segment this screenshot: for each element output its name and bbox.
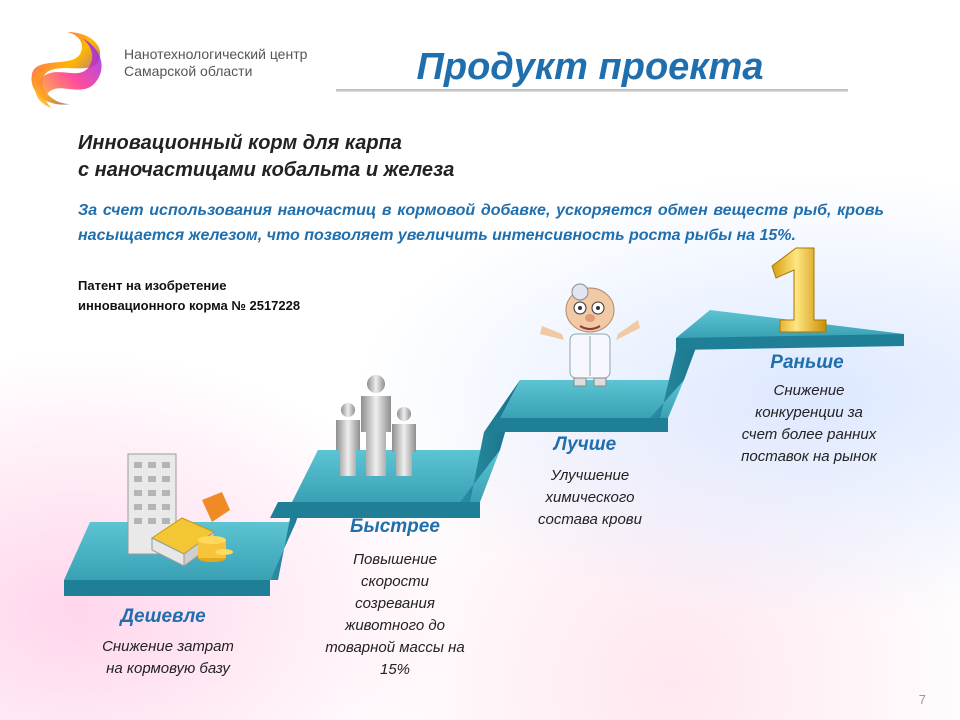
patent-info: Патент на изобретение инновационного кор… bbox=[78, 276, 300, 316]
step-2-title: Быстрее bbox=[350, 516, 440, 537]
step-4-description: Снижение конкуренции за счет более ранни… bbox=[714, 380, 904, 468]
step-3-line: Улучшение bbox=[550, 467, 630, 484]
product-subtitle: Инновационный корм для карпа с наночасти… bbox=[78, 130, 454, 184]
page-title: Продукт проекта bbox=[416, 46, 764, 88]
organization-name-line2: Самарской области bbox=[124, 63, 253, 79]
doctor-character-icon bbox=[540, 283, 640, 387]
step-2-line: товарной массы на bbox=[325, 639, 465, 656]
step-2-line: Повышение bbox=[353, 551, 437, 568]
stair-step-4-front bbox=[676, 334, 904, 350]
organization-name: Нанотехнологический центр Самарской обла… bbox=[124, 46, 307, 80]
stair-step-1-front bbox=[64, 580, 270, 596]
step-4-line: Снижение bbox=[773, 382, 845, 399]
step-1-line: Снижение затрат bbox=[102, 638, 234, 655]
step-4-line: конкуренции за bbox=[755, 404, 863, 421]
product-subtitle-line1: Инновационный корм для карпа bbox=[78, 132, 402, 154]
stair-step-3-front bbox=[490, 418, 668, 432]
step-1-title: Дешевле bbox=[120, 606, 206, 627]
logo bbox=[31, 32, 102, 108]
step-2-line: скорости bbox=[361, 573, 429, 590]
product-subtitle-line2: с наночастицами кобальта и железа bbox=[78, 159, 455, 181]
step-2-line: животного до bbox=[345, 617, 445, 634]
step-4-line: счет более ранних bbox=[741, 426, 877, 443]
step-3-line: химического bbox=[545, 489, 635, 506]
title-underline bbox=[336, 89, 848, 92]
step-3-description: Улучшение химического состава крови bbox=[500, 465, 680, 531]
step-4-title: Раньше bbox=[770, 352, 844, 373]
step-2-description: Повышение скорости созревания животного … bbox=[300, 549, 490, 681]
patent-line1: Патент на изобретение bbox=[78, 278, 227, 293]
stair-step-2-front bbox=[270, 502, 480, 518]
step-3-line: состава крови bbox=[538, 511, 642, 528]
number-one-icon bbox=[771, 247, 827, 333]
slide-number: 7 bbox=[918, 692, 926, 707]
stair-step-3-top bbox=[500, 380, 684, 418]
step-2-line: созревания bbox=[355, 595, 435, 612]
step-4-line: поставок на рынок bbox=[741, 448, 877, 465]
building-with-coins-icon bbox=[127, 453, 233, 567]
organization-name-line1: Нанотехнологический центр bbox=[124, 46, 308, 62]
product-description: За счет использования наночастиц в кормо… bbox=[78, 202, 884, 244]
patent-line2: инновационного корма № 2517228 bbox=[78, 298, 301, 313]
people-group-icon bbox=[336, 375, 416, 476]
step-2-line: 15% bbox=[379, 661, 411, 678]
step-1-line: на кормовую базу bbox=[106, 660, 230, 677]
step-3-title: Лучше bbox=[553, 434, 617, 455]
step-1-description: Снижение затрат на кормовую базу bbox=[78, 636, 258, 680]
